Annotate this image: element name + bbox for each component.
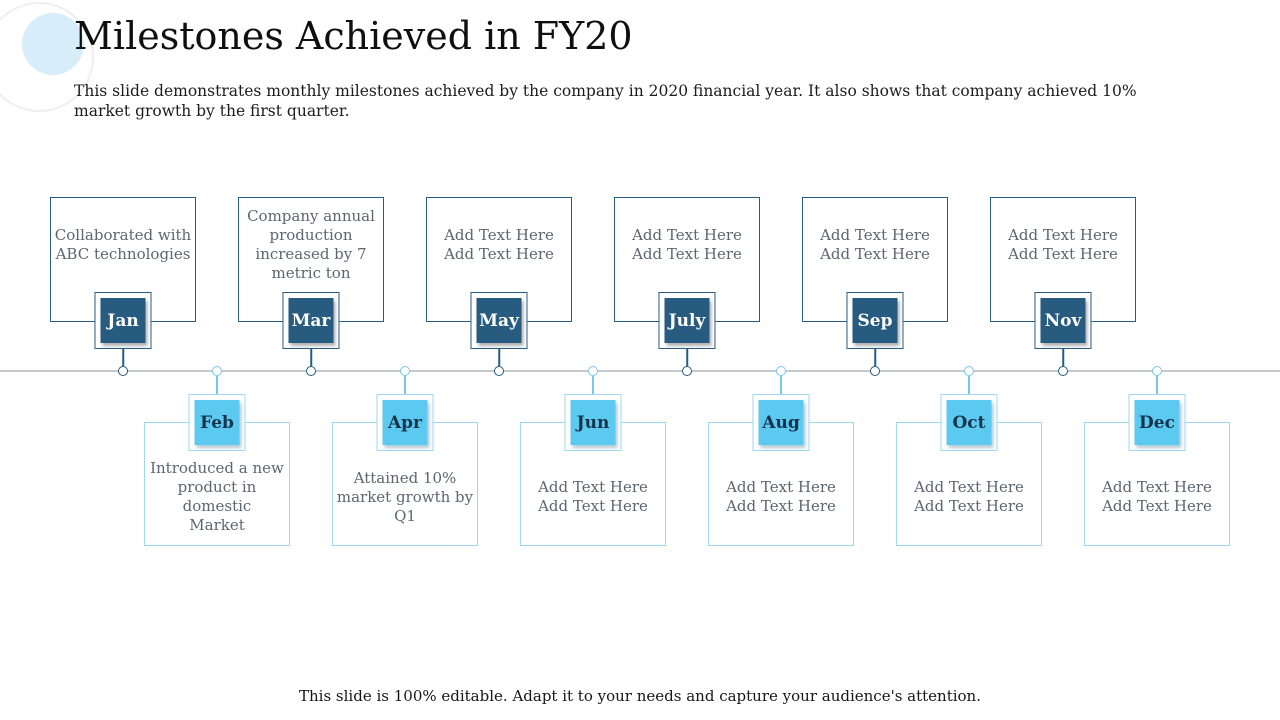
connector-line — [1156, 376, 1158, 394]
timeline-node-circle — [776, 366, 786, 376]
milestone-text[interactable]: Introduced a new product in domestic Mar… — [150, 459, 284, 534]
connector-line — [1062, 349, 1064, 366]
milestone-column-dec: Add Text Here Add Text Here Dec — [1084, 197, 1230, 549]
timeline-node-circle — [212, 366, 222, 376]
month-badge[interactable]: Nov — [1034, 292, 1092, 349]
month-badge[interactable]: Jan — [94, 292, 152, 349]
month-badge[interactable]: Mar — [282, 292, 340, 349]
milestone-column-apr: Attained 10% market growth by Q1 Apr — [332, 197, 478, 549]
milestone-text[interactable]: Add Text Here Add Text Here — [538, 478, 648, 515]
milestone-column-july: Add Text Here Add Text Here July — [614, 197, 760, 549]
month-label: Dec — [1134, 400, 1180, 445]
milestone-box[interactable]: Introduced a new product in domestic Mar… — [144, 422, 290, 546]
milestone-text[interactable]: Collaborated with ABC technologies — [54, 225, 192, 263]
month-badge[interactable]: July — [658, 292, 716, 349]
month-label: July — [664, 298, 710, 343]
milestone-text[interactable]: Add Text Here Add Text Here — [726, 478, 836, 515]
timeline-node-circle — [964, 366, 974, 376]
milestone-text[interactable]: Add Text Here Add Text Here — [1008, 225, 1118, 263]
timeline-node-circle — [1152, 366, 1162, 376]
timeline-node-circle — [1058, 366, 1068, 376]
milestone-text[interactable]: Add Text Here Add Text Here — [820, 225, 930, 263]
timeline-node-circle — [870, 366, 880, 376]
corner-circle-decoration — [22, 13, 84, 75]
corner-ring-decoration — [0, 2, 94, 112]
timeline-node-circle — [494, 366, 504, 376]
milestone-column-feb: Introduced a new product in domestic Mar… — [144, 197, 290, 549]
month-badge[interactable]: Sep — [846, 292, 904, 349]
month-badge[interactable]: Aug — [752, 394, 810, 451]
milestone-column-jun: Add Text Here Add Text Here Jun — [520, 197, 666, 549]
month-label: Nov — [1040, 298, 1086, 343]
milestone-text[interactable]: Company annual production increased by 7… — [247, 206, 375, 282]
connector-line — [404, 376, 406, 394]
month-badge[interactable]: Apr — [376, 394, 434, 451]
connector-line — [968, 376, 970, 394]
month-label: Sep — [852, 298, 898, 343]
month-label: Feb — [194, 400, 240, 445]
milestone-text[interactable]: Add Text Here Add Text Here — [632, 225, 742, 263]
milestone-column-jan: Collaborated with ABC technologies Jan — [50, 197, 196, 549]
milestone-text[interactable]: Add Text Here Add Text Here — [914, 478, 1024, 515]
month-label: Jun — [570, 400, 616, 445]
month-label: Apr — [382, 400, 428, 445]
milestone-text[interactable]: Add Text Here Add Text Here — [444, 225, 554, 263]
month-label: Jan — [100, 298, 146, 343]
milestone-column-aug: Add Text Here Add Text Here Aug — [708, 197, 854, 549]
month-badge[interactable]: Oct — [940, 394, 998, 451]
month-badge[interactable]: Dec — [1128, 394, 1186, 451]
month-badge[interactable]: Feb — [188, 394, 246, 451]
slide-subtitle: This slide demonstrates monthly mileston… — [74, 82, 1137, 120]
timeline-node-circle — [400, 366, 410, 376]
page-title: Milestones Achieved in FY20 — [74, 14, 633, 58]
timeline-node-circle — [588, 366, 598, 376]
milestone-column-sep: Add Text Here Add Text Here Sep — [802, 197, 948, 549]
connector-line — [874, 349, 876, 366]
milestone-column-nov: Add Text Here Add Text Here Nov — [990, 197, 1136, 549]
timeline-axis-line — [0, 370, 1280, 372]
milestone-text[interactable]: Attained 10% market growth by Q1 — [336, 468, 474, 525]
connector-line — [122, 349, 124, 366]
footer-note: This slide is 100% editable. Adapt it to… — [299, 687, 981, 705]
month-label: Oct — [946, 400, 992, 445]
month-label: Aug — [758, 400, 804, 445]
timeline-node-circle — [682, 366, 692, 376]
milestone-text[interactable]: Add Text Here Add Text Here — [1102, 478, 1212, 515]
milestone-column-mar: Company annual production increased by 7… — [238, 197, 384, 549]
month-badge[interactable]: May — [470, 292, 528, 349]
milestone-column-may: Add Text Here Add Text Here May — [426, 197, 572, 549]
connector-line — [686, 349, 688, 366]
timeline-node-circle — [118, 366, 128, 376]
month-badge[interactable]: Jun — [564, 394, 622, 451]
milestone-box[interactable]: Add Text Here Add Text Here — [614, 197, 760, 322]
milestone-column-oct: Add Text Here Add Text Here Oct — [896, 197, 1042, 549]
connector-line — [592, 376, 594, 394]
connector-line — [498, 349, 500, 366]
connector-line — [780, 376, 782, 394]
connector-line — [216, 376, 218, 394]
milestone-box[interactable]: Add Text Here Add Text Here — [896, 422, 1042, 546]
connector-line — [310, 349, 312, 366]
timeline-node-circle — [306, 366, 316, 376]
month-label: Mar — [288, 298, 334, 343]
month-label: May — [476, 298, 522, 343]
